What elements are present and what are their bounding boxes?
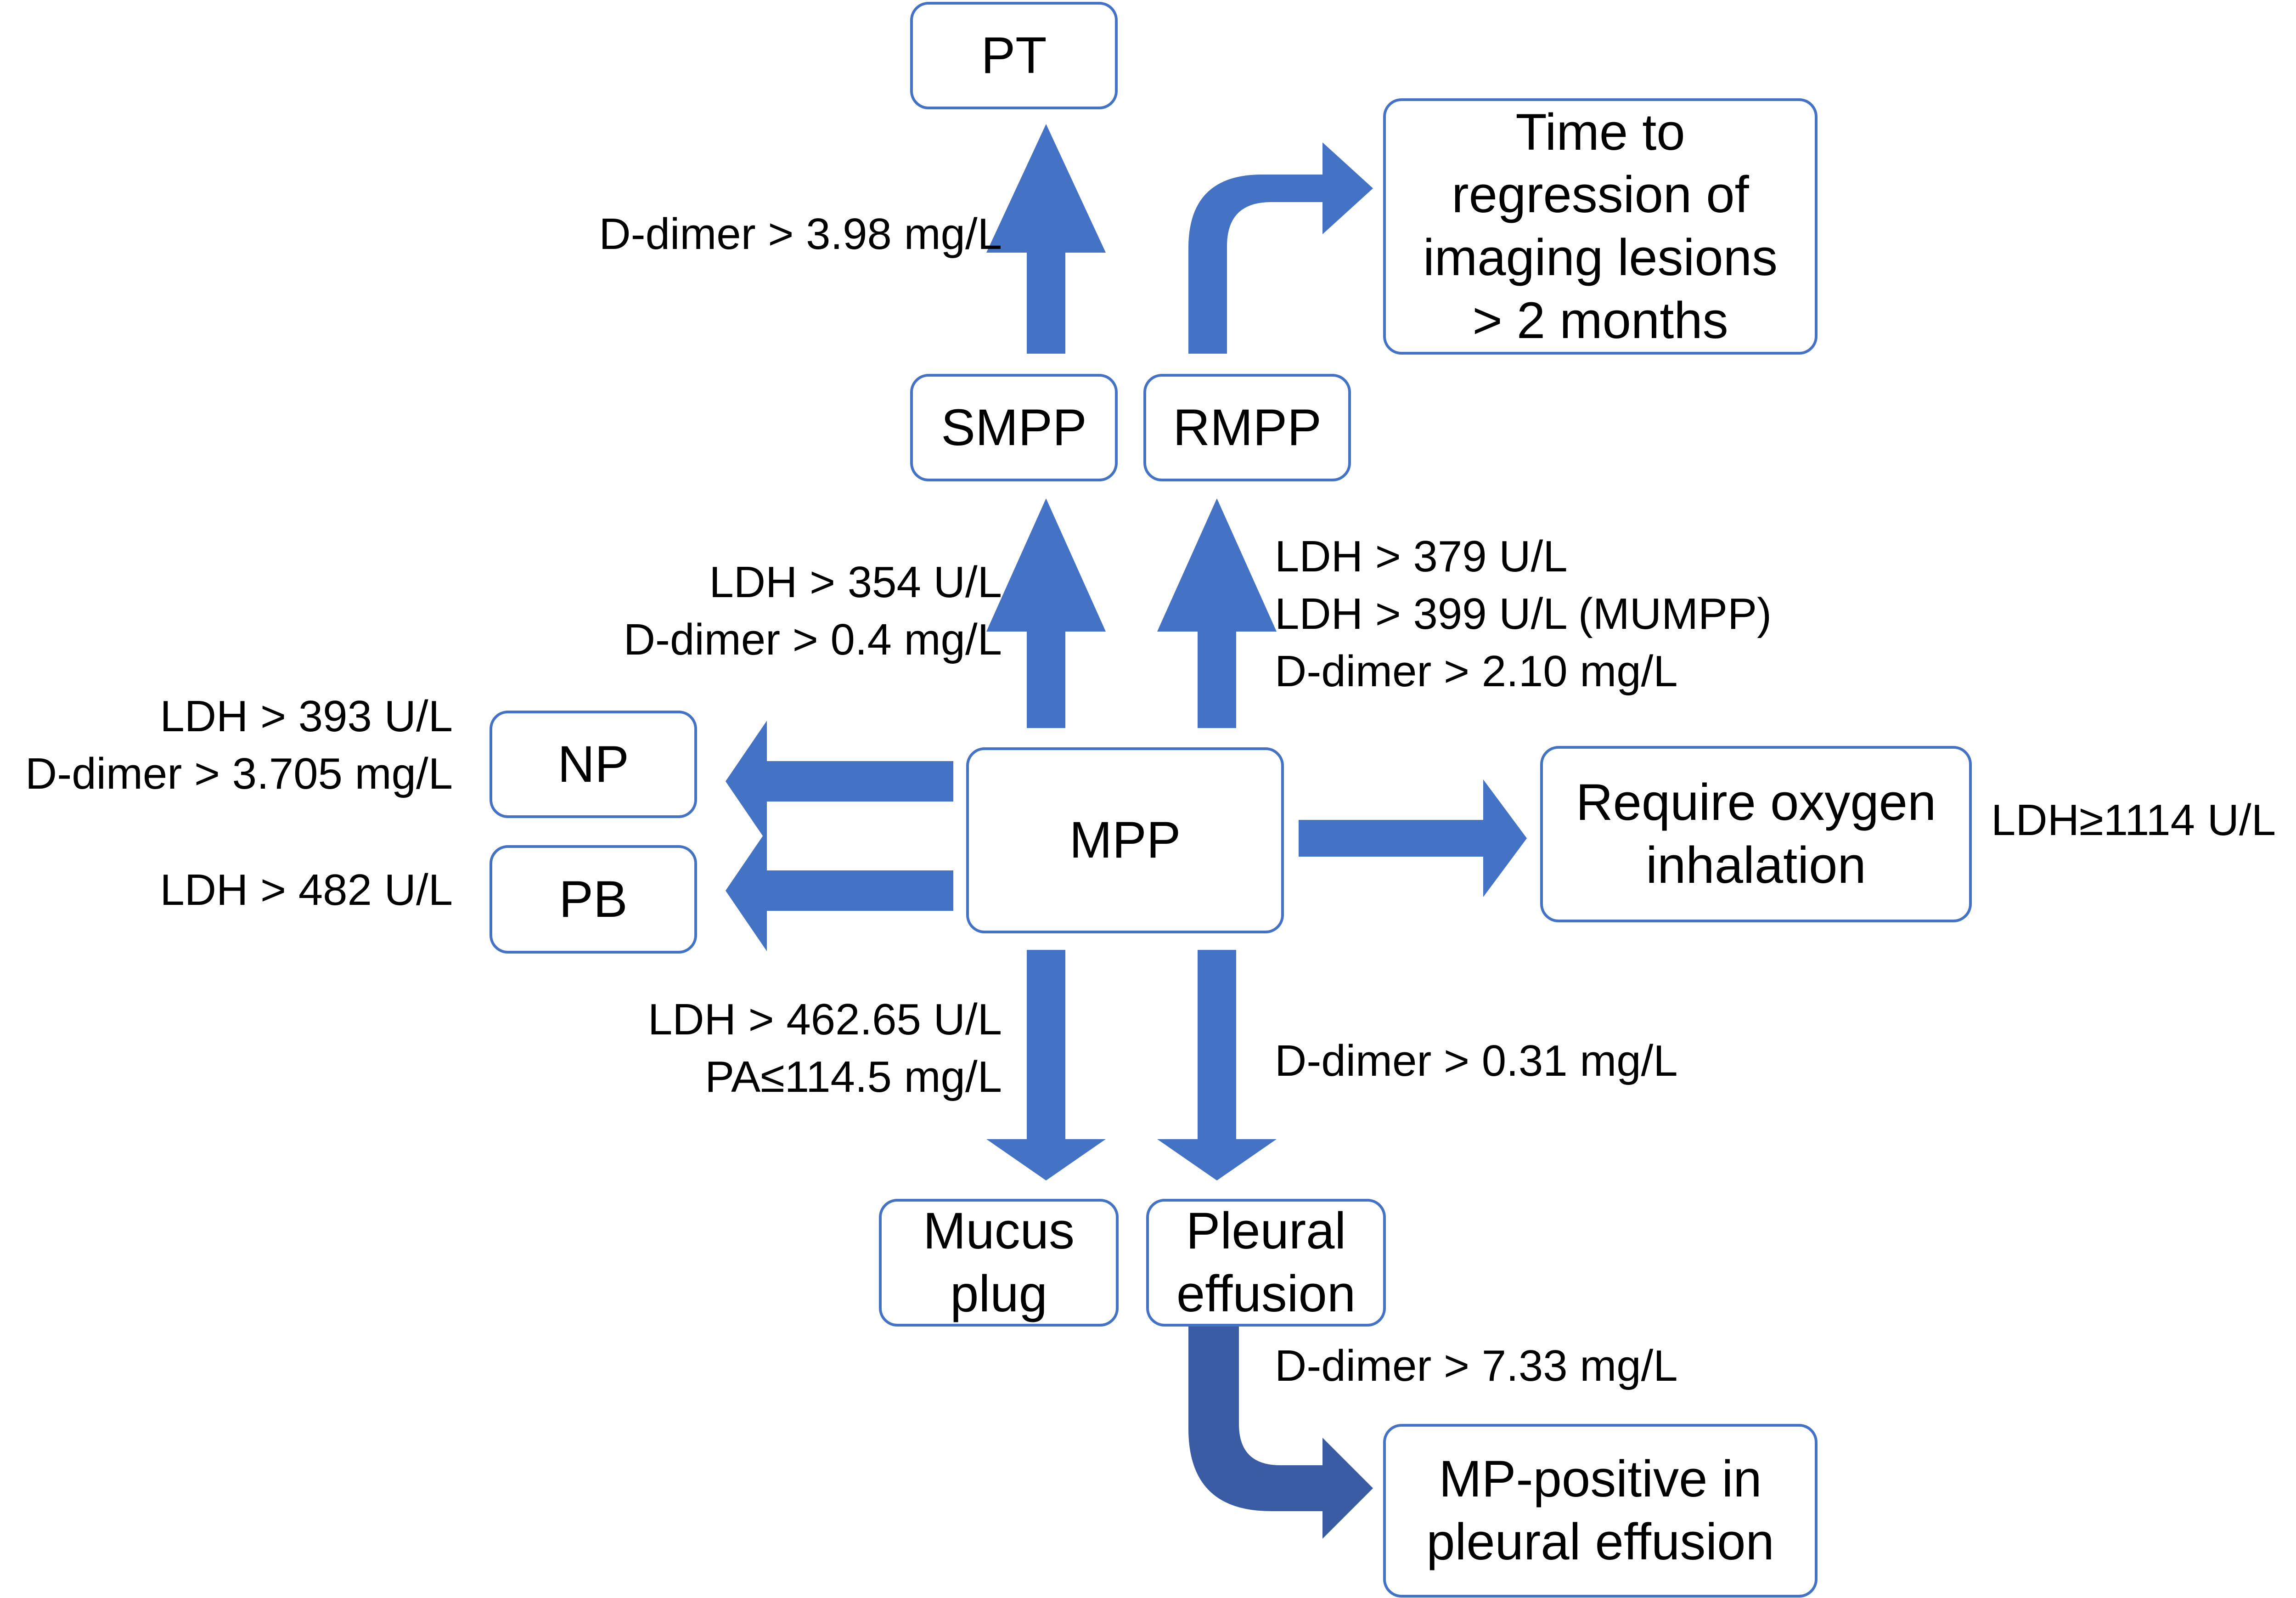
arrow-rmpp-to-regression — [1188, 142, 1373, 354]
label-mpp-to-pb: LDH > 482 U/L — [160, 865, 453, 915]
label-pleural-to-mp-positive: D-dimer > 7.33 mg/L — [1275, 1341, 1678, 1390]
arrow-pleural-to-mp-positive — [1188, 1325, 1373, 1539]
oxygen-node: Require oxygen inhalation — [1540, 746, 1972, 922]
label-mpp-to-np: LDH > 393 U/L D-dimer > 3.705 mg/L — [25, 692, 453, 798]
label-mpp-to-mucus: LDH > 462.65 U/L PA≤114.5 mg/L — [647, 995, 1002, 1101]
pb-node: PB — [490, 845, 697, 954]
label-smpp-to-pt: D-dimer > 3.98 mg/L — [599, 209, 1002, 259]
time-regression-node: Time to regression of imaging lesions > … — [1383, 98, 1818, 355]
label-mpp-to-rmpp: LDH > 379 U/L LDH > 399 U/L (MUMPP) D-di… — [1275, 532, 1772, 696]
np-node: NP — [490, 711, 697, 818]
mp-positive-node: MP-positive in pleural effusion — [1383, 1424, 1818, 1598]
label-mpp-to-oxygen: LDH≥1114 U/L — [1991, 796, 2276, 845]
smpp-node: SMPP — [910, 374, 1118, 481]
mucus-plug-node: Mucus plug — [879, 1199, 1119, 1327]
arrow-mpp-to-mucus — [986, 950, 1106, 1180]
arrow-mpp-to-rmpp — [1157, 498, 1277, 728]
pt-node: PT — [910, 2, 1118, 109]
rmpp-node: RMPP — [1143, 374, 1351, 481]
arrow-mpp-to-smpp — [986, 498, 1106, 728]
mpp-node: MPP — [966, 747, 1284, 933]
label-mpp-to-smpp: LDH > 354 U/L D-dimer > 0.4 mg/L — [623, 558, 1002, 664]
arrow-mpp-to-pb — [726, 830, 953, 951]
arrow-mpp-to-oxygen — [1299, 779, 1527, 897]
arrow-smpp-to-pt — [986, 124, 1106, 354]
arrow-mpp-to-np — [726, 721, 953, 842]
pleural-effusion-node: Pleural effusion — [1146, 1199, 1386, 1327]
label-mpp-to-pleural: D-dimer > 0.31 mg/L — [1275, 1036, 1678, 1085]
arrow-mpp-to-pleural — [1157, 950, 1277, 1180]
